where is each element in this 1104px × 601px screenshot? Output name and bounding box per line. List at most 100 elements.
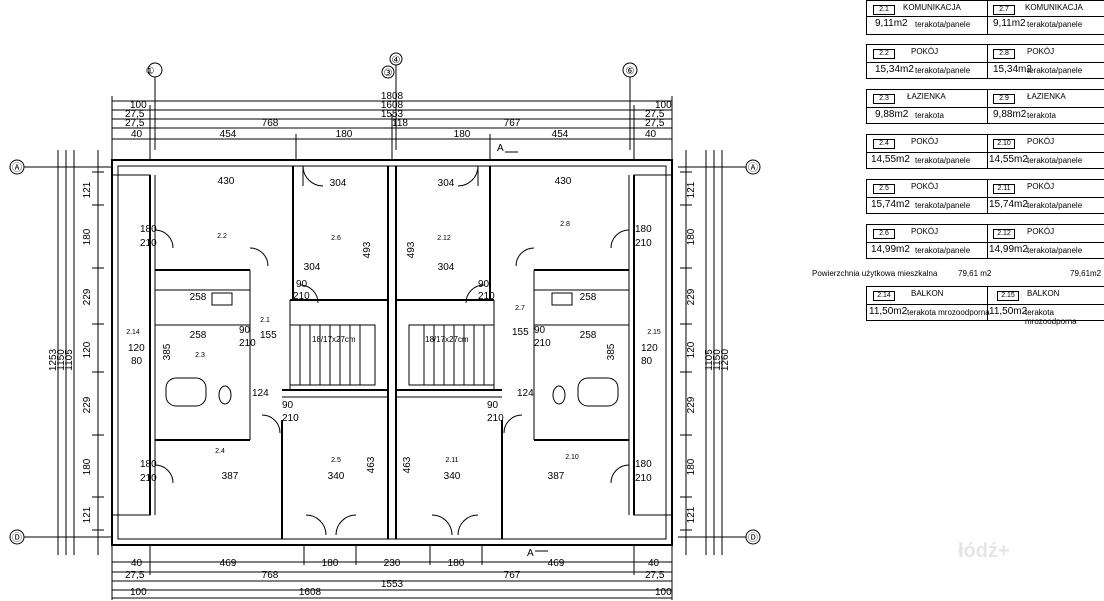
- axis-label-4: ④: [392, 55, 401, 66]
- room-number: 2.1: [873, 5, 895, 15]
- dim-bottom: 40: [648, 558, 660, 569]
- room-area: 14,55m2: [989, 154, 1028, 165]
- door-label: 210: [293, 291, 310, 302]
- door-label: 180: [140, 459, 157, 470]
- room-name: KOMUNIKACJA: [903, 3, 961, 12]
- dim-right: 180: [686, 228, 697, 245]
- room-number: 2.11: [993, 184, 1015, 194]
- room-name: BALKON: [1027, 289, 1060, 298]
- room-finish: terakota/panele: [915, 156, 971, 165]
- room-number: 2.10: [993, 139, 1015, 149]
- room-number: 2.11: [445, 457, 458, 464]
- door-label: 90: [487, 400, 499, 411]
- room-name: POKÓJ: [1027, 47, 1055, 56]
- watermark: łódź+: [958, 540, 1010, 562]
- axis-label-a-left: Ⓐ: [12, 162, 22, 174]
- dim-left: 1105: [64, 349, 75, 371]
- room-area: 15,74m2: [989, 199, 1028, 210]
- room-finish: terakota/panele: [1027, 201, 1083, 210]
- door-label: 155: [260, 330, 277, 341]
- room-area: 14,55m2: [871, 154, 910, 165]
- dim-right: 1105: [704, 349, 715, 371]
- door-swings: [154, 165, 630, 536]
- dim-top: 1553: [381, 109, 404, 120]
- room-number: 2.2: [217, 233, 227, 240]
- dim-bottom: 230: [384, 558, 401, 569]
- room-number: 2.14: [126, 329, 140, 336]
- room-number: 2.1: [260, 317, 270, 324]
- door-label: 210: [635, 473, 652, 484]
- room-width: 304: [438, 262, 455, 273]
- dim-total-top: 1808: [381, 91, 404, 102]
- door-label: 210: [635, 238, 652, 249]
- room-name: KOMUNIKACJA: [1025, 3, 1083, 12]
- dim-right: 121: [686, 506, 697, 523]
- door-label: 80: [131, 356, 143, 367]
- room-width: 258: [580, 292, 597, 303]
- room-number: 2.7: [993, 5, 1015, 15]
- room-area: 14,99m2: [871, 244, 910, 255]
- door-label: 90: [478, 279, 490, 290]
- dim-left: 1253: [48, 348, 59, 371]
- room-width: 430: [218, 176, 235, 187]
- stair-label: 18/17x27cm: [425, 335, 469, 344]
- dim-bottom: 767: [504, 570, 521, 581]
- room-width: 258: [580, 330, 597, 341]
- door-label: 90: [534, 325, 546, 336]
- room-name: ŁAZIENKA: [907, 92, 946, 101]
- dim-left: 180: [82, 458, 93, 475]
- dim-right: 1150: [712, 349, 723, 371]
- room-area: 9,88m2: [875, 109, 909, 120]
- room-width: 430: [555, 176, 572, 187]
- room-number: 2.4: [873, 139, 895, 149]
- plan-dim: 493: [362, 241, 373, 258]
- dim-bottom: 180: [448, 558, 465, 569]
- dim-right: 1260: [720, 348, 731, 371]
- dim-top: 27,5: [125, 118, 145, 129]
- room-finish: terakota/panele: [1027, 246, 1083, 255]
- bathroom-fixtures: [165, 292, 619, 407]
- room-area: 9,11m2: [993, 18, 1026, 29]
- room-finish: terakota mrozoodporna: [1025, 308, 1077, 326]
- room-finish: terakota/panele: [915, 201, 971, 210]
- schedule-row-3: 2.3 ŁAZIENKA 9,88m2 terakota 2.9 ŁAZIENK…: [866, 89, 1104, 124]
- room-area: 15,34m2: [875, 64, 914, 75]
- dim-top: 767: [504, 118, 521, 129]
- room-finish: terakota/panele: [915, 66, 971, 75]
- room-name: POKÓJ: [1027, 182, 1055, 191]
- dim-left: 120: [82, 341, 93, 358]
- room-number: 2.9: [993, 94, 1015, 104]
- room-name: ŁAZIENKA: [1027, 92, 1066, 101]
- room-number: 2.6: [873, 229, 895, 239]
- dim-bottom: 768: [262, 570, 279, 581]
- dim-left: 1150: [56, 349, 67, 371]
- axis-label-a-right: Ⓐ: [748, 162, 758, 174]
- room-number: 2.10: [565, 454, 579, 461]
- room-name: POKÓJ: [911, 182, 939, 191]
- axis-label-6: ⑥: [626, 66, 635, 77]
- door-label: 180: [140, 224, 157, 235]
- plan-dim: 463: [366, 456, 377, 473]
- door-label: 155: [512, 327, 529, 338]
- door-label: 124: [517, 388, 534, 399]
- door-label: 210: [140, 473, 157, 484]
- dim-bottom: 180: [322, 558, 339, 569]
- dim-top: 27,5: [645, 118, 665, 129]
- plan-dim: 385: [162, 343, 173, 360]
- schedule-row-4: 2.4 POKÓJ 14,55m2 terakota/panele 2.10 P…: [866, 134, 1104, 169]
- dim-bottom: 469: [548, 558, 565, 569]
- stairs: [289, 324, 495, 386]
- dim-top: 454: [552, 129, 569, 140]
- stair-label: 18/17x27cm: [312, 335, 356, 344]
- floor-plan-drawing: ① ③ ④ ⑥ Ⓐ Ⓓ Ⓐ Ⓓ 1808 100 1608 100 27,5 1…: [9, 52, 761, 600]
- room-width: 304: [304, 262, 321, 273]
- room-number: 2.6: [331, 235, 341, 242]
- dim-top: 27,5: [125, 109, 145, 120]
- dim-top: 40: [131, 129, 143, 140]
- room-width: 304: [438, 178, 455, 189]
- door-label: 90: [296, 279, 308, 290]
- dim-bottom: 1553: [381, 579, 404, 590]
- room-name: POKÓJ: [911, 227, 939, 236]
- room-number: 2.5: [873, 184, 895, 194]
- room-number: 2.7: [515, 305, 525, 312]
